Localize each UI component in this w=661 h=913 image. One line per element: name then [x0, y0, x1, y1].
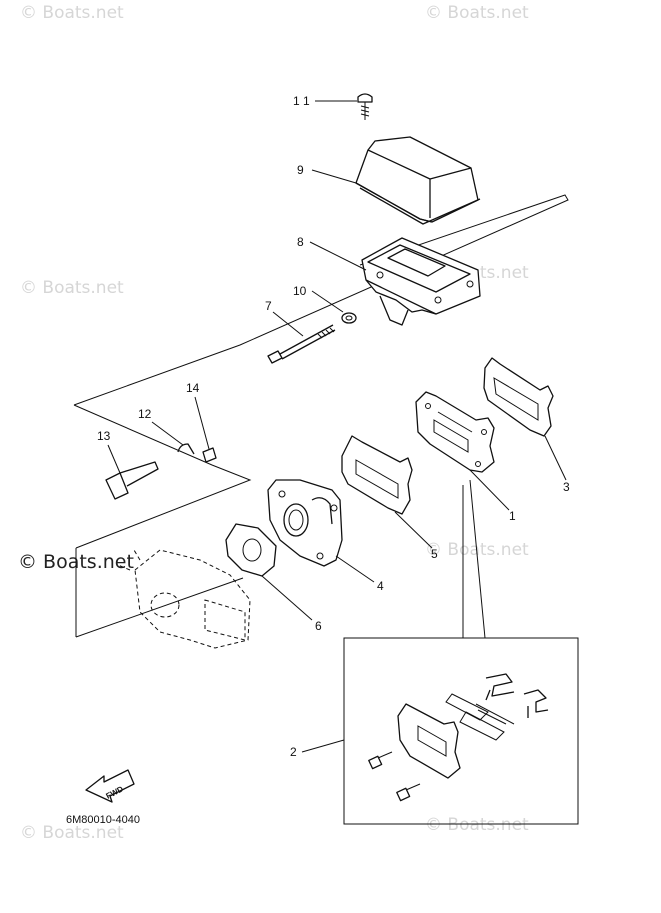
callout-10: 10	[293, 284, 307, 298]
callout-5: 5	[431, 547, 438, 561]
part-12-wireclip	[177, 443, 195, 455]
part-2-kit-box	[343, 637, 579, 825]
callout-9: 9	[297, 163, 304, 177]
carburetor-reference	[117, 549, 251, 649]
part-6-gasket	[225, 523, 277, 577]
watermark: © Boats.net	[425, 815, 529, 835]
callout-7: 7	[265, 299, 272, 313]
screw	[368, 751, 393, 770]
callout-6: 6	[315, 619, 322, 633]
callout-1: 1	[509, 509, 516, 523]
watermark: © Boats.net	[20, 823, 124, 843]
callout-2: 2	[290, 745, 297, 759]
part-8-housing	[361, 237, 481, 326]
screw	[396, 783, 421, 802]
callout-3: 3	[563, 480, 570, 494]
diagram-code: 6M80010-4040	[66, 814, 140, 826]
fwd-arrow-icon: FWD	[85, 769, 135, 803]
part-9-cover	[355, 136, 481, 225]
part-1-reed-valve	[415, 391, 495, 473]
watermark: © Boats.net	[20, 3, 124, 23]
callout-11: 1 1	[293, 94, 310, 108]
part-13-lever	[105, 461, 159, 500]
fwd-label: FWD	[104, 784, 125, 801]
assembly-outline	[73, 194, 569, 638]
part-3-gasket	[483, 357, 554, 437]
watermark: © Boats.net	[20, 278, 124, 298]
callout-12: 12	[138, 407, 152, 421]
part-14-clip	[202, 447, 217, 463]
part-7-bolt	[267, 324, 336, 364]
part-11-screw	[357, 93, 373, 120]
callout-4: 4	[377, 579, 384, 593]
callout-13: 13	[97, 429, 111, 443]
watermark: © Boats.net	[425, 3, 529, 23]
part-10-grommet	[341, 312, 357, 324]
part-5-gasket	[341, 435, 413, 515]
part-4-manifold	[267, 479, 343, 567]
callout-8: 8	[297, 235, 304, 249]
callout-14: 14	[186, 381, 200, 395]
